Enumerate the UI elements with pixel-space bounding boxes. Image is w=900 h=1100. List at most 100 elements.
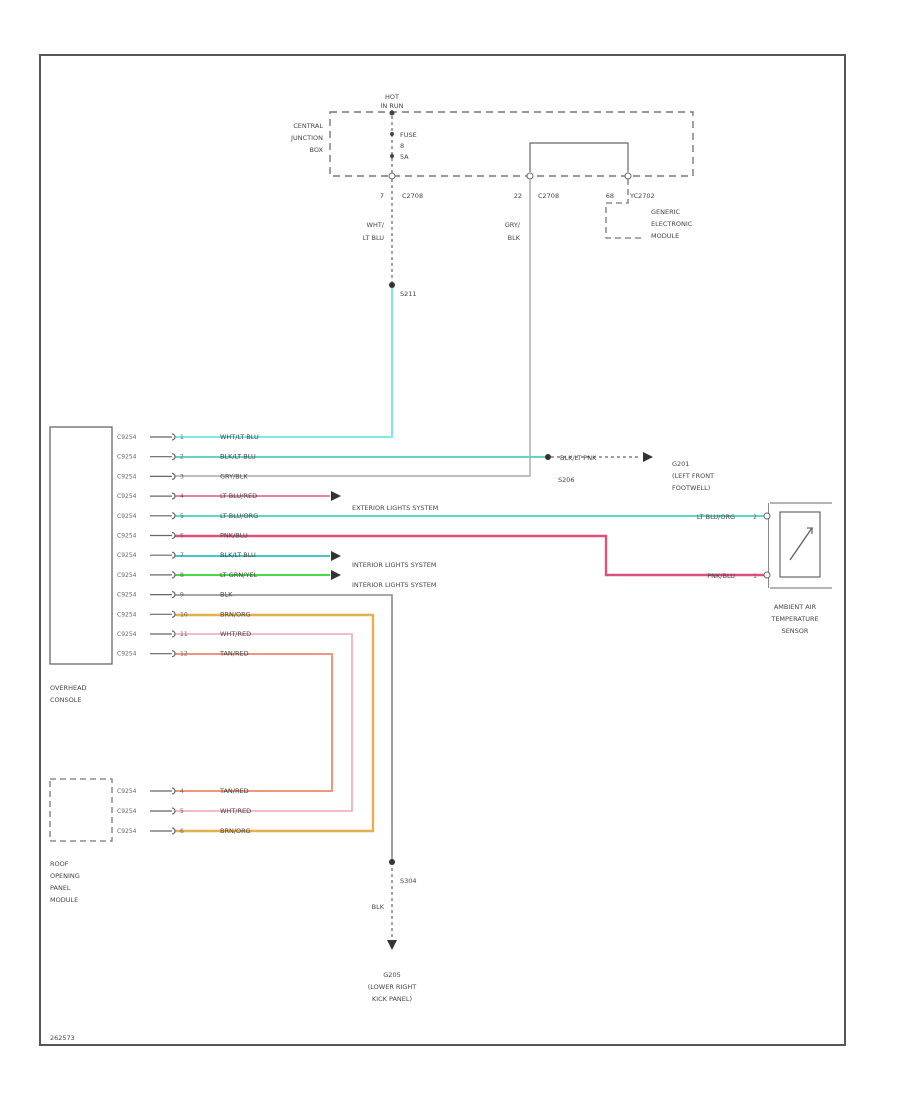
overhead-console-pin-number: 5 [180,513,184,520]
overhead-console-wire-label: LT GRN/YEL [220,571,257,579]
hot-bus-node [389,110,395,116]
overhead-console-connector-label: C9254 [117,572,137,579]
generic-electronic-module: GENERIC ELECTRONIC MODULE [605,179,693,240]
feed-wire-label-2: LT BLU [363,234,385,242]
s304-label: S304 [400,877,417,885]
diagram-frame [39,54,846,1046]
overhead-console-pin-row: C9254 7 BLK/LT BLU [117,551,256,559]
roof-module-pin-number: 5 [180,808,184,815]
overhead-console-pin-terminal [171,571,176,579]
overhead-console-pin-terminal [171,531,176,540]
overhead-console-pin-number: 7 [180,552,184,559]
overhead-console-pin-terminal [171,610,176,618]
blk-lt-blu-ground-wire: BLK/LT PNK S206 G201 (LEFT FRONT FOOTWEL… [175,452,714,492]
overhead-console-pin-terminal [171,433,176,441]
roof-module-wire-label: BRN/ORG [220,827,251,835]
overhead-console-pin-number: 11 [180,631,188,638]
s206-label: S206 [558,476,575,484]
c2708-22-terminal [526,172,534,180]
hot-label: HOT [385,93,399,101]
overhead-console-pin-row: C9254 5 LT BLU/ORG [117,512,258,520]
overhead-console-connector-label: C9254 [117,513,137,520]
overhead-console: OVERHEAD CONSOLE [49,426,113,704]
cjb-name-line-1: CENTRAL [293,122,323,130]
roof-module-wire-label: TAN/RED [219,787,249,795]
ambient-sensor-line-1: AMBIENT AIR [774,603,817,611]
ambient-pin-2: 2 [753,514,757,521]
overhead-console-connector-label: C9254 [117,473,137,480]
overhead-console-pin-number: 1 [180,434,184,441]
interior-lights-wire-1: INTERIOR LIGHTS SYSTEM [175,551,437,569]
g201-line-2: (LEFT FRONT [672,472,714,480]
c2708-pin-7: 7 [380,192,384,200]
overhead-console-connector-label: C9254 [117,552,137,559]
overhead-console-pin-terminal [171,591,176,599]
roof-module-connector-label: C9254 [117,788,137,795]
overhead-console-wire-label: BLK [220,591,233,599]
gry-wire-label-2: BLK [508,234,521,242]
overhead-console-connector-label: C9254 [117,454,137,461]
overhead-console-pin-number: 12 [180,651,188,658]
interior-lights-wire-2: INTERIOR LIGHTS SYSTEM [175,570,437,589]
ambient-pin-1-terminal [763,571,771,579]
yc2702-68-terminal [624,172,632,180]
roof-opening-panel-module: ROOF OPENING PANEL MODULE [49,778,113,904]
fuse-number: 8 [400,142,404,150]
roof-module-pin-number: 4 [180,788,184,795]
overhead-console-wire-label: LT BLU/ORG [220,512,258,520]
ambient-sensor-line-3: SENSOR [782,627,809,635]
fuse-amps: 5A [400,153,409,161]
blk-ground-wire: S304 BLK G205 (LOWER RIGHT KICK PANEL) [175,594,417,1003]
feed-wire: WHT/ LT BLU S211 [175,179,417,438]
thermistor-symbol [789,527,813,561]
overhead-console-pin-number: 3 [180,473,184,480]
feed-wire-label-1: WHT/ [367,221,385,229]
roof-module-pin-terminal [171,807,176,815]
roof-module-line-2: OPENING [50,872,80,880]
g205-line-1: G205 [383,971,400,979]
fuse-terminal-bottom [390,154,394,158]
ambient-pin-1: 1 [753,573,757,580]
overhead-console-connector-label: C9254 [117,434,137,441]
s304-splice [389,859,395,865]
fuse-label: FUSE [400,131,417,139]
diagram-id-code: 262573 [50,1034,75,1042]
overhead-console-pin-terminal [171,453,176,461]
cjb-name-line-2: JUNCTION [290,134,323,142]
c2708-name-2: C2708 [538,192,559,200]
g205-ground-arrow [387,940,397,950]
roof-module-wire-label: WHT/RED [220,807,251,815]
overhead-console-wire-label: GRY/BLK [220,472,248,480]
gem-line-1: GENERIC [651,208,681,216]
overhead-console-pin-number: 9 [180,592,184,599]
roof-module-pin-terminal [171,787,176,795]
roof-module-pin-row: C9254 6 BRN/ORG [117,827,251,835]
c2708-7-terminal [388,172,396,180]
c2708-name-1: C2708 [402,192,423,200]
overhead-console-pin-terminal [171,512,176,520]
roof-module-connector-label: C9254 [117,808,137,815]
ground-wire-label: BLK [372,903,385,911]
overhead-console-wire-label: BLK/LT BLU [220,453,256,461]
gry-blk-wire-group: GRY/ BLK [175,179,531,477]
overhead-console-wire-label: BRN/ORG [220,610,251,618]
roof-module-pin-number: 6 [180,828,184,835]
overhead-console-pin-terminal [171,472,176,480]
roof-module-line-3: PANEL [50,884,71,892]
gry-blk-wire [175,179,531,477]
roof-module-pin-terminal [171,827,176,835]
g205-line-3: KICK PANEL) [372,995,412,1003]
roof-module-pins: C9254 4 TAN/RED C9254 5 WHT/RED C9254 6 BRN/ORG [117,787,251,835]
roof-module-connector-label: C9254 [117,828,137,835]
gry-wire-label-1: GRY/ [505,221,521,229]
wht-red-wire [175,633,353,812]
overhead-console-wire-label: BLK/LT BLU [220,551,256,559]
overhead-console-pin-terminal [171,630,176,638]
s211-label: S211 [400,290,417,298]
